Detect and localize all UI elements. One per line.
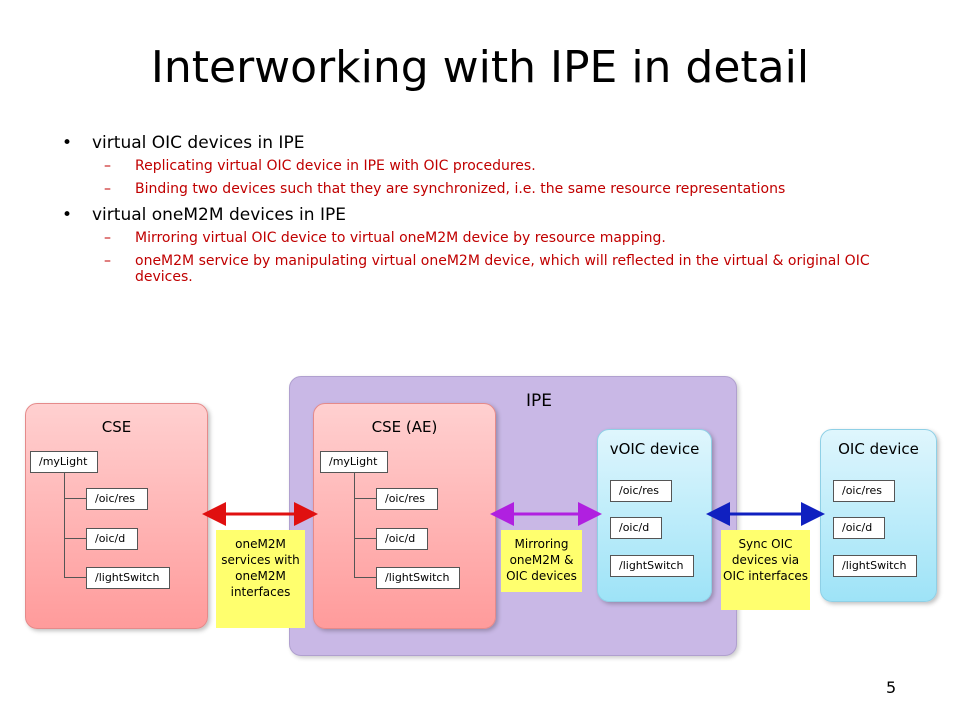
sub-bullet: Binding two devices such that they are s… bbox=[62, 181, 922, 197]
cse-tree-branch bbox=[64, 577, 86, 578]
cse-resource-oic-d: /oic/d bbox=[86, 528, 138, 550]
oic-resource-oic-d: /oic/d bbox=[833, 517, 885, 539]
oic-resource-lightswitch: /lightSwitch bbox=[833, 555, 917, 577]
cse-tree-branch bbox=[64, 538, 86, 539]
cse-ae-resource-lightswitch: /lightSwitch bbox=[376, 567, 460, 589]
cse-resource-lightswitch: /lightSwitch bbox=[86, 567, 170, 589]
sub-bullet: oneM2M service by manipulating virtual o… bbox=[62, 253, 922, 285]
oic-device-title: OIC device bbox=[838, 440, 919, 458]
cse-root-resource: /myLight bbox=[30, 451, 98, 473]
cse-ae-panel: CSE (AE) bbox=[313, 403, 496, 629]
cse-tree-line bbox=[64, 473, 65, 577]
cse-title: CSE bbox=[101, 418, 132, 436]
mirroring-note: Mirroring oneM2M & OIC devices bbox=[501, 530, 582, 592]
sub-bullet: Mirroring virtual OIC device to virtual … bbox=[62, 230, 922, 246]
cse-ae-resource-oic-res: /oic/res bbox=[376, 488, 438, 510]
bullet-virtual-oic: virtual OIC devices in IPE bbox=[62, 132, 922, 154]
voic-resource-lightswitch: /lightSwitch bbox=[610, 555, 694, 577]
cse-panel: CSE bbox=[25, 403, 208, 629]
ipe-label: IPE bbox=[525, 391, 552, 411]
oic-resource-oic-res: /oic/res bbox=[833, 480, 895, 502]
voic-resource-oic-d: /oic/d bbox=[610, 517, 662, 539]
onem2m-services-note: oneM2M services with oneM2M interfaces bbox=[216, 530, 305, 628]
cse-ae-tree-branch bbox=[354, 538, 376, 539]
cse-ae-root-resource: /myLight bbox=[320, 451, 388, 473]
cse-tree-branch bbox=[64, 498, 86, 499]
voic-resource-oic-res: /oic/res bbox=[610, 480, 672, 502]
slide-number: 5 bbox=[886, 678, 897, 697]
bullet-virtual-onem2m: virtual oneM2M devices in IPE bbox=[62, 204, 922, 226]
sync-note: Sync OIC devices via OIC interfaces bbox=[721, 530, 810, 610]
bullet-list: virtual OIC devices in IPE Replicating v… bbox=[62, 132, 922, 292]
cse-ae-tree-branch bbox=[354, 498, 376, 499]
slide-title: Interworking with IPE in detail bbox=[150, 42, 810, 93]
sub-bullet: Replicating virtual OIC device in IPE wi… bbox=[62, 158, 922, 174]
cse-ae-resource-oic-d: /oic/d bbox=[376, 528, 428, 550]
cse-resource-oic-res: /oic/res bbox=[86, 488, 148, 510]
cse-ae-title: CSE (AE) bbox=[371, 418, 438, 436]
cse-ae-tree-branch bbox=[354, 577, 376, 578]
voic-device-title: vOIC device bbox=[609, 440, 700, 458]
cse-ae-tree-line bbox=[354, 473, 355, 577]
